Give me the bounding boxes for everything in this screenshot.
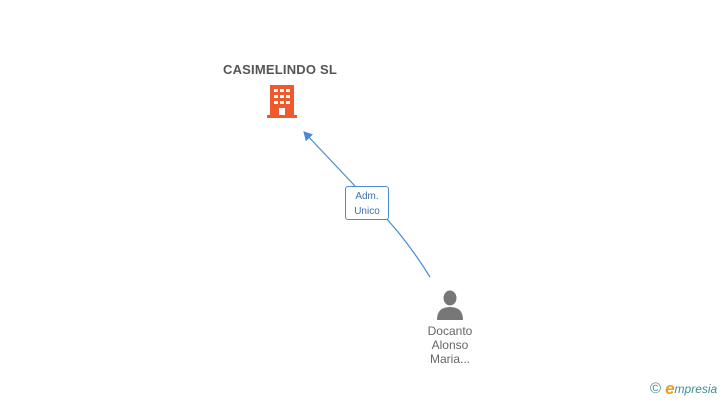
person-name-line1: Docanto — [427, 324, 473, 338]
relation-label[interactable]: Adm. Unico — [345, 186, 389, 220]
brand-logo[interactable]: © e mpresia — [650, 380, 717, 398]
relation-label-line1: Adm. — [355, 191, 379, 202]
person-icon[interactable] — [434, 289, 466, 321]
copyright-icon: © — [650, 380, 662, 397]
person-name[interactable]: Docanto Alonso Maria... — [395, 324, 505, 366]
brand-name: mpresia — [674, 382, 718, 396]
company-name[interactable]: CASIMELINDO SL — [222, 62, 338, 77]
person-name-line3: Maria... — [429, 352, 470, 366]
relation-label-line2: Unico — [354, 206, 380, 217]
brand-initial: e — [665, 379, 675, 398]
building-icon[interactable] — [265, 83, 299, 119]
person-name-line2: Alonso — [431, 338, 469, 352]
